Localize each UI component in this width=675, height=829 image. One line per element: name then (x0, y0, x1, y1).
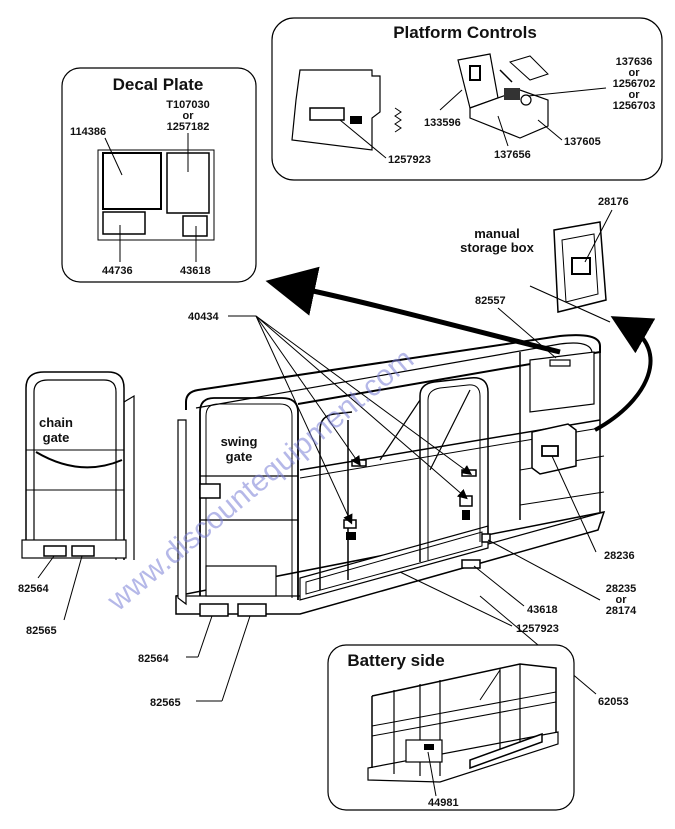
platform-controls-title: Platform Controls (393, 23, 537, 42)
main-platform: swing gate (175, 334, 606, 617)
decal-82564-left (43, 545, 67, 557)
part-137656: 137656 (494, 149, 531, 161)
part-82557: 82557 (475, 295, 506, 307)
battery-side-title: Battery side (347, 651, 444, 670)
decal-plate-panel: Decal Plate T107030 or 1257182 114386 44… (61, 67, 257, 283)
swing-label: swing (221, 434, 258, 449)
decal-82565-main (237, 603, 267, 617)
part-1256702: 1256702 (613, 78, 656, 90)
decal-1257923-controls (309, 107, 345, 121)
chain-gate-label: gate (43, 430, 70, 445)
decal-28236 (541, 445, 559, 457)
part-114386: 114386 (70, 126, 106, 138)
decal-114386 (102, 152, 162, 210)
decal-40434-d (459, 495, 473, 507)
platform-controls-panel: Platform Controls 1257923 133596 137656 … (271, 17, 663, 181)
part-43618-plate: 43618 (180, 265, 211, 277)
part-137605: 137605 (564, 136, 601, 148)
chain (35, 451, 123, 469)
part-1257182: 1257182 (167, 121, 210, 133)
part-28235-or: or (616, 594, 628, 606)
part-44736: 44736 (102, 265, 133, 277)
manual-label: manual (474, 226, 520, 241)
part-82565-main: 82565 (150, 697, 181, 709)
decal-40434-a (351, 459, 367, 467)
part-43618-main: 43618 (527, 604, 558, 616)
decal-28176 (571, 257, 591, 275)
part-137636-or2: or (629, 89, 641, 101)
arrow-to-decal-plate (265, 266, 561, 355)
part-62053: 62053 (598, 696, 629, 708)
part-28174: 28174 (606, 605, 637, 617)
part-137636: 137636 (616, 56, 653, 68)
part-44981: 44981 (428, 797, 459, 809)
decal-44736 (102, 211, 146, 235)
part-1257923-controls: 1257923 (388, 154, 431, 166)
part-82564-left: 82564 (18, 583, 49, 595)
decal-62053 (469, 732, 543, 770)
decal-28235 (481, 533, 491, 543)
battery-side-panel: Battery side 44981 (327, 644, 575, 811)
part-40434: 40434 (188, 311, 219, 323)
storage-box-label: storage box (460, 240, 534, 255)
part-t107030: T107030 (166, 99, 209, 111)
manual-storage-box-group: manual storage box 28176 (460, 196, 629, 323)
part-28236: 28236 (604, 550, 635, 562)
decal-82557 (549, 359, 571, 367)
part-t107030-or: or (183, 110, 195, 122)
swing-gate-label: gate (226, 449, 253, 464)
decal-82564-main (199, 603, 229, 617)
chain-gate-assembly: chain gate 82564 82565 (18, 371, 135, 637)
main-leaders: 40434 82557 28236 28235 or 28174 43618 1… (138, 295, 637, 709)
part-82565-left: 82565 (26, 625, 57, 637)
part-82564-main: 82564 (138, 653, 169, 665)
part-137636-or1: or (629, 67, 641, 79)
gate-latch (199, 483, 221, 499)
part-28176: 28176 (598, 196, 629, 208)
decal-40434-b (461, 469, 477, 477)
decal-plate-title: Decal Plate (113, 75, 204, 94)
part-1256703: 1256703 (613, 100, 656, 112)
decal-40434-c (343, 519, 357, 529)
arrow-to-storage-box (594, 316, 656, 432)
decal-t107030 (166, 152, 210, 214)
decal-43618 (182, 215, 208, 237)
part-28235: 28235 (606, 583, 637, 595)
decal-43618-main (461, 559, 481, 569)
part-1257923-main: 1257923 (516, 623, 559, 635)
part-133596: 133596 (424, 117, 461, 129)
chain-label: chain (39, 415, 73, 430)
decal-82565-left (71, 545, 95, 557)
